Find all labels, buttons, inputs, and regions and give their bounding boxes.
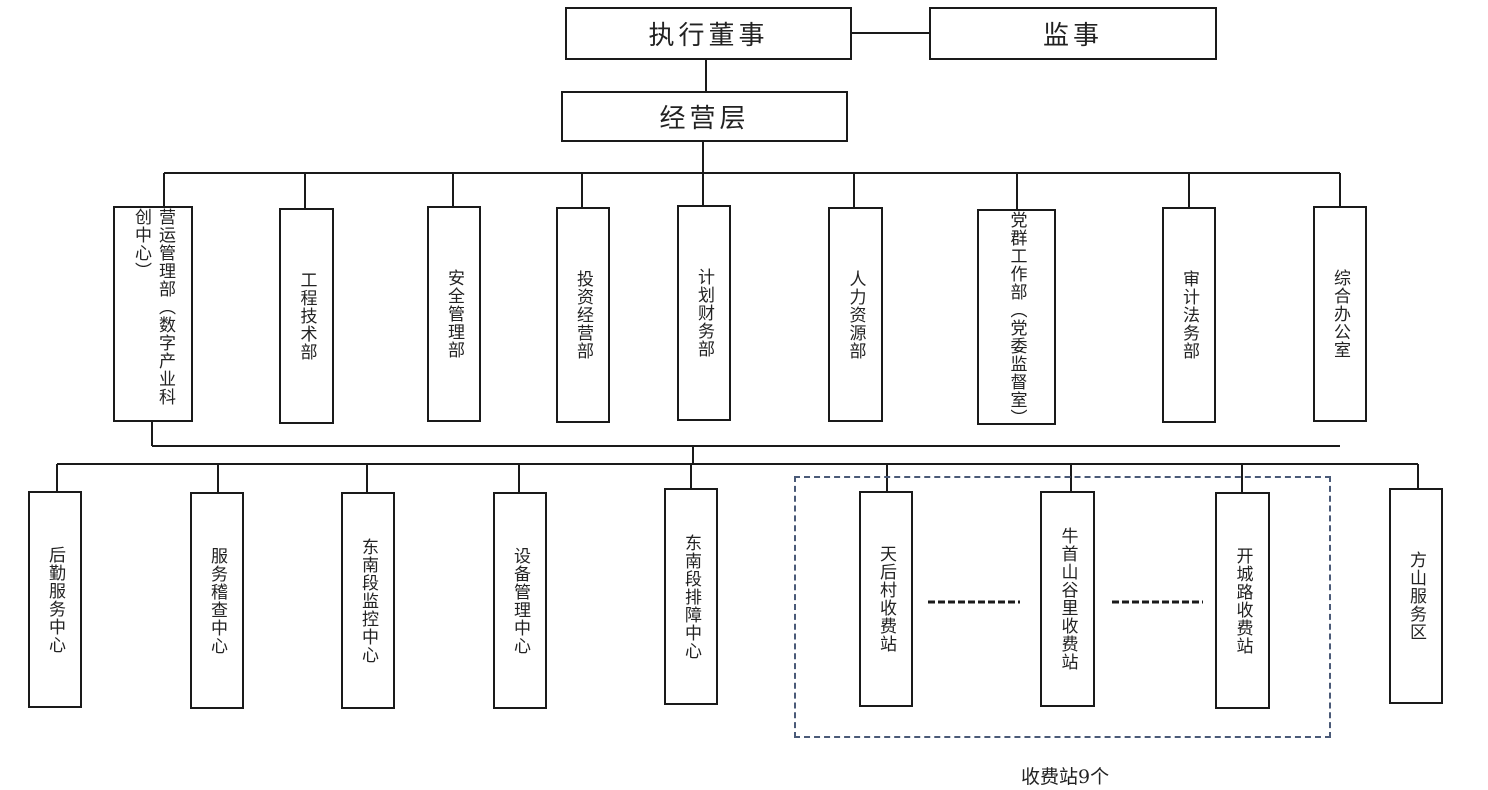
unit-box: 服务稽查中心 bbox=[190, 492, 244, 709]
department-label: 营运管理部（数字产业科创中心） bbox=[131, 208, 175, 406]
unit-box: 方山服务区 bbox=[1389, 488, 1443, 704]
unit-label: 后勤服务中心 bbox=[45, 545, 65, 654]
department-box: 人力资源部 bbox=[828, 207, 883, 422]
unit-box: 东南段排障中心 bbox=[664, 488, 718, 705]
toll-station-box: 牛首山谷里收费站 bbox=[1040, 491, 1095, 707]
department-box: 安全管理部 bbox=[427, 206, 481, 422]
department-label: 工程技术部 bbox=[296, 271, 317, 361]
unit-box: 东南段监控中心 bbox=[341, 492, 395, 709]
unit-label: 设备管理中心 bbox=[510, 546, 530, 655]
toll-station-label: 牛首山谷里收费站 bbox=[1057, 527, 1078, 671]
toll-station-box: 开城路收费站 bbox=[1215, 492, 1270, 709]
supervisor-box: 监事 bbox=[929, 7, 1217, 60]
department-label: 投资经营部 bbox=[573, 270, 593, 360]
department-label: 党群工作部（党委监督室） bbox=[1006, 211, 1027, 427]
unit-box: 后勤服务中心 bbox=[28, 491, 82, 708]
unit-label: 东南段监控中心 bbox=[358, 537, 378, 664]
supervisor-label: 监事 bbox=[1042, 21, 1103, 51]
department-box: 审计法务部 bbox=[1162, 207, 1216, 423]
toll-station-group bbox=[794, 476, 1331, 738]
unit-label: 方山服务区 bbox=[1406, 551, 1426, 641]
unit-box: 设备管理中心 bbox=[493, 492, 547, 709]
management-label: 经营层 bbox=[659, 104, 750, 134]
toll-station-box: 天后村收费站 bbox=[859, 491, 913, 707]
department-label: 安全管理部 bbox=[444, 269, 464, 359]
department-label: 综合办公室 bbox=[1330, 269, 1350, 359]
department-box: 投资经营部 bbox=[556, 207, 610, 423]
executive-director-box: 执行董事 bbox=[565, 7, 852, 60]
department-box: 工程技术部 bbox=[279, 208, 334, 424]
unit-label: 服务稽查中心 bbox=[207, 546, 227, 655]
toll-station-label: 天后村收费站 bbox=[876, 545, 896, 653]
department-box: 营运管理部（数字产业科创中心） bbox=[113, 206, 193, 422]
department-label: 计划财务部 bbox=[694, 268, 714, 358]
department-label: 审计法务部 bbox=[1179, 270, 1199, 360]
executive-director-label: 执行董事 bbox=[648, 21, 769, 51]
toll-station-group-caption: 收费站9个 bbox=[1021, 766, 1110, 788]
department-box: 综合办公室 bbox=[1313, 206, 1367, 422]
unit-label: 东南段排障中心 bbox=[681, 533, 701, 660]
department-box: 党群工作部（党委监督室） bbox=[977, 209, 1056, 427]
department-label: 人力资源部 bbox=[845, 269, 866, 360]
toll-station-label: 开城路收费站 bbox=[1232, 546, 1253, 655]
management-box: 经营层 bbox=[561, 91, 848, 142]
department-box: 计划财务部 bbox=[677, 205, 731, 421]
